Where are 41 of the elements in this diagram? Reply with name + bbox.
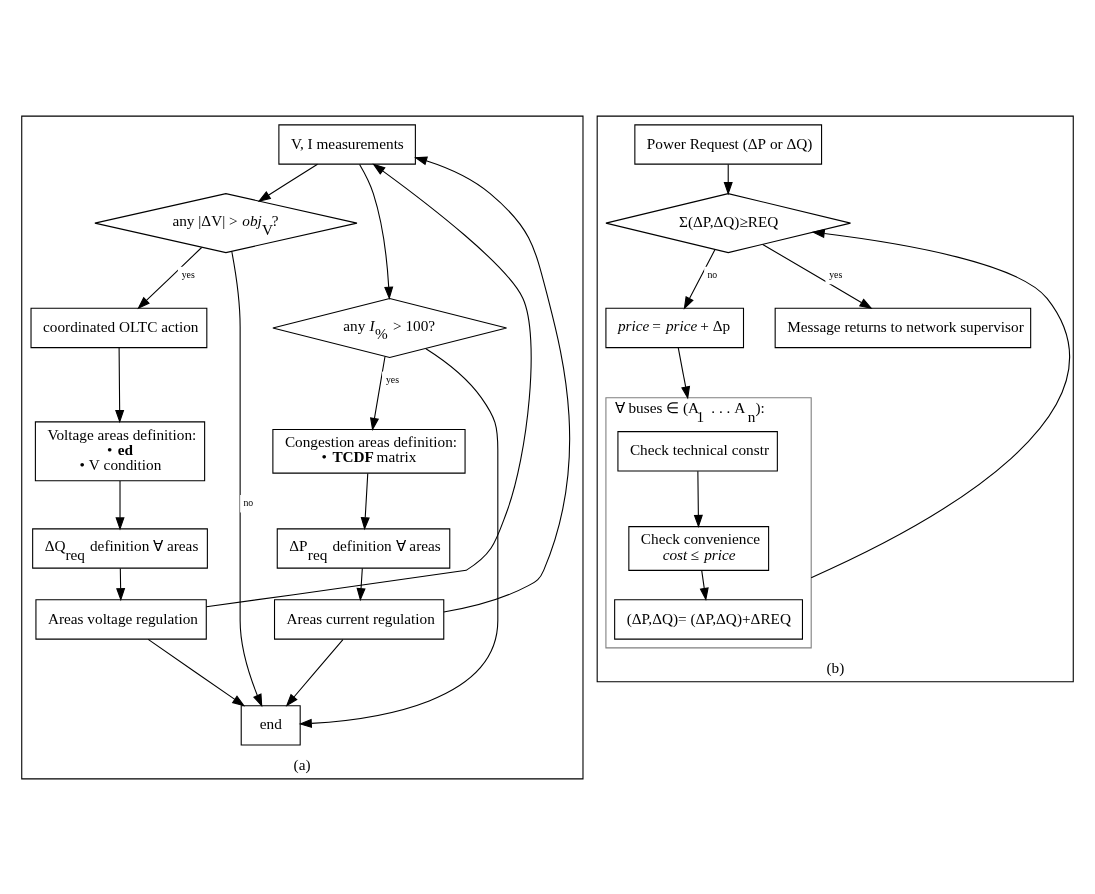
arrow <box>723 163 733 195</box>
arrow <box>693 470 703 528</box>
node-box: Check convenience cost ≤ price <box>628 525 770 571</box>
node-box: (ΔP,ΔQ)= (ΔP,ΔQ)+ΔREQ <box>614 598 803 640</box>
node-box: end <box>240 704 301 746</box>
arrow <box>257 163 319 202</box>
arrow <box>116 567 126 601</box>
arrow <box>356 567 366 601</box>
node-box: price = price + Δp <box>605 307 745 348</box>
arrow <box>285 638 344 707</box>
node-box: Voltage areas definition: • ed • V condition <box>34 420 206 481</box>
edge-label: yes <box>181 268 195 280</box>
arrow <box>115 479 125 530</box>
arrow <box>360 472 370 530</box>
arrow <box>762 243 873 309</box>
node-box: Areas current regulation <box>273 598 445 640</box>
arrow <box>359 163 394 300</box>
node-box: Power Request (ΔP or ΔQ) <box>634 123 823 165</box>
node-box: Check technical constr <box>617 430 778 472</box>
arrow <box>231 250 263 707</box>
arrow <box>677 346 691 399</box>
arrow <box>810 228 1070 578</box>
arrow <box>699 569 709 601</box>
arrow <box>414 156 571 613</box>
edge-label: yes <box>829 268 843 280</box>
arrow <box>205 162 532 607</box>
arrow <box>683 248 716 310</box>
node-box: coordinated OLTC action <box>30 307 208 348</box>
edge-label: yes <box>385 373 399 385</box>
node-box: Congestion areas definition: • TCDF matrix <box>272 428 466 474</box>
arrow <box>298 347 499 728</box>
node-box: V, I measurements <box>278 123 416 165</box>
arrow <box>147 638 246 707</box>
edge-label: no <box>243 496 254 508</box>
node-diamond: Σ(ΔP,ΔQ)≥REQ <box>605 192 852 253</box>
node-box: Areas voltage regulation <box>35 598 207 640</box>
arrow <box>115 346 125 423</box>
arrow <box>369 355 386 431</box>
node-box: Message returns to network supervisor <box>774 307 1032 348</box>
arrow <box>137 246 203 309</box>
edge-label: no <box>707 268 718 280</box>
